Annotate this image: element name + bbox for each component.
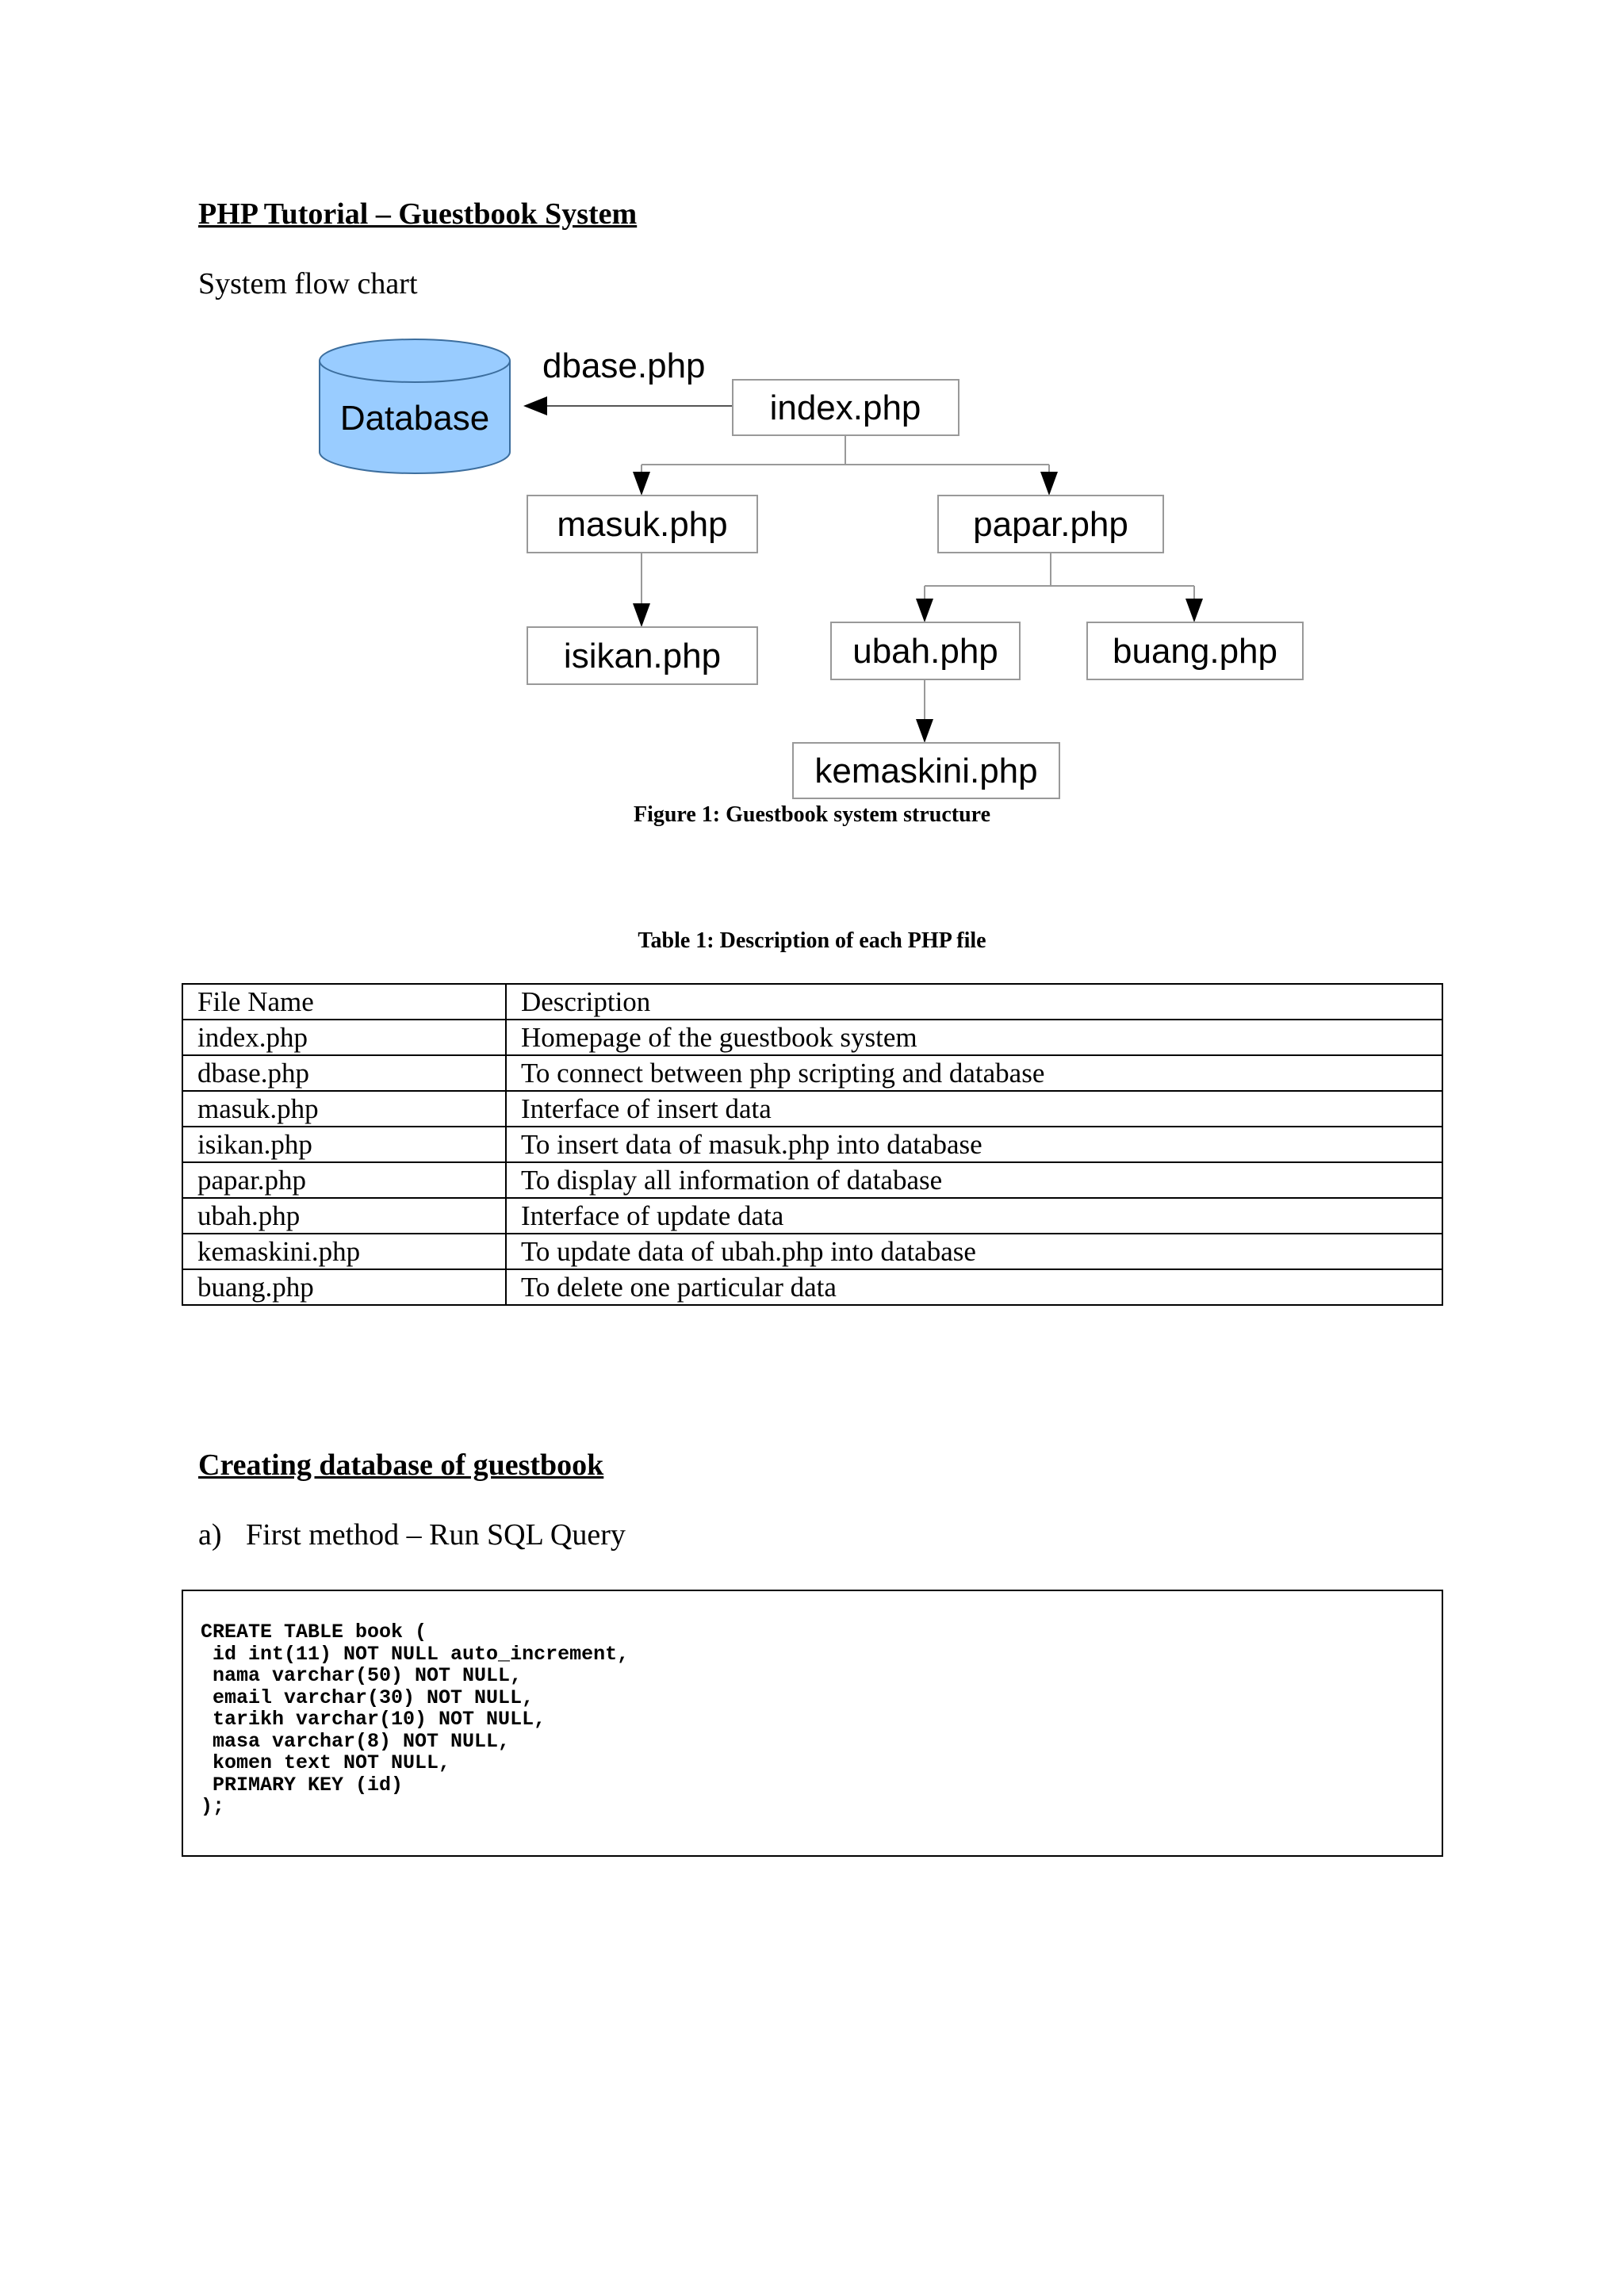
cell-file-name: isikan.php: [182, 1126, 507, 1163]
list-item-marker: a): [198, 1518, 222, 1552]
svg-text:masuk.php: masuk.php: [557, 505, 727, 544]
database-label: Database: [340, 399, 489, 438]
arrow-to-isikan: [633, 603, 650, 627]
cell-description: Homepage of the guestbook system: [505, 1019, 1443, 1056]
cell-file-name: masuk.php: [182, 1090, 507, 1127]
node-isikan: isikan.php: [527, 626, 758, 685]
cell-file-name: buang.php: [182, 1269, 507, 1306]
table-caption: Table 1: Description of each PHP file: [638, 928, 986, 953]
figure-caption: Figure 1: Guestbook system structure: [633, 802, 991, 827]
svg-text:buang.php: buang.php: [1113, 632, 1277, 671]
cell-file-name: File Name: [182, 983, 507, 1020]
database-cylinder: Database: [319, 339, 511, 474]
arrowheads: [523, 396, 1203, 743]
node-index: index.php: [732, 379, 959, 436]
svg-text:ubah.php: ubah.php: [852, 632, 998, 671]
arrow-to-database: [523, 396, 547, 415]
arrow-to-buang: [1185, 599, 1203, 622]
svg-text:isikan.php: isikan.php: [564, 637, 721, 675]
cell-file-name: ubah.php: [182, 1197, 507, 1234]
dbase-edge-label: dbase.php: [542, 346, 706, 385]
arrow-to-ubah: [916, 599, 933, 622]
cell-file-name: index.php: [182, 1019, 507, 1056]
subtitle: System flow chart: [198, 267, 418, 300]
node-ubah: ubah.php: [830, 622, 1021, 680]
cell-description: To update data of ubah.php into database: [505, 1233, 1443, 1270]
cell-file-name: dbase.php: [182, 1054, 507, 1092]
section-heading: Creating database of guestbook: [198, 1448, 604, 1482]
arrow-to-papar: [1040, 472, 1058, 496]
list-item-text: First method – Run SQL Query: [246, 1518, 626, 1552]
cell-description: Description: [505, 983, 1443, 1020]
sql-code-box: CREATE TABLE book ( id int(11) NOT NULL …: [182, 1590, 1443, 1857]
node-kemaskini: kemaskini.php: [792, 742, 1060, 799]
page-title: PHP Tutorial – Guestbook System: [198, 197, 638, 231]
connectors: [527, 405, 1195, 719]
node-masuk: masuk.php: [527, 495, 758, 553]
cell-description: To display all information of database: [505, 1161, 1443, 1199]
cell-description: Interface of insert data: [505, 1090, 1443, 1127]
cell-description: To insert data of masuk.php into databas…: [505, 1126, 1443, 1163]
arrow-to-kemaskini: [916, 719, 933, 743]
svg-text:papar.php: papar.php: [973, 505, 1128, 544]
sql-code: CREATE TABLE book ( id int(11) NOT NULL …: [201, 1621, 630, 1818]
cell-description: Interface of update data: [505, 1197, 1443, 1234]
svg-text:index.php: index.php: [770, 388, 921, 427]
cell-file-name: kemaskini.php: [182, 1233, 507, 1270]
cell-description: To delete one particular data: [505, 1269, 1443, 1306]
cell-description: To connect between php scripting and dat…: [505, 1054, 1443, 1092]
node-papar: papar.php: [937, 495, 1164, 553]
arrow-to-masuk: [633, 472, 650, 496]
node-buang: buang.php: [1086, 622, 1304, 680]
flow-chart: Database dbase.php index.php masuk.php p…: [319, 339, 1304, 799]
cell-file-name: papar.php: [182, 1161, 507, 1199]
svg-text:kemaskini.php: kemaskini.php: [814, 752, 1037, 790]
